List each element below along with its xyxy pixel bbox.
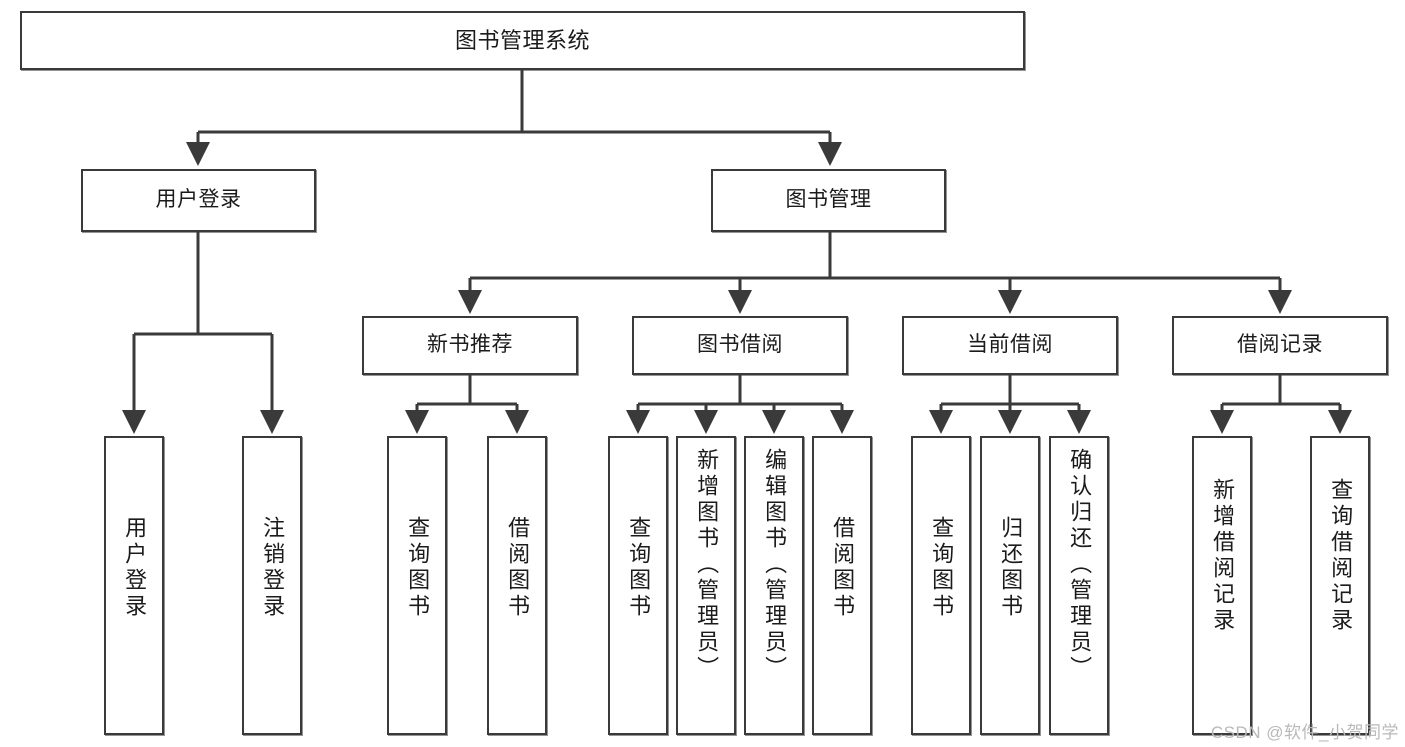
leaf-add-book-label: 新增图书（管理员） bbox=[694, 448, 720, 682]
node-borrow-record-label: 借阅记录 bbox=[1237, 333, 1323, 357]
node-borrow-record[interactable]: 借阅记录 bbox=[1172, 316, 1388, 375]
leaf-query-book-2[interactable]: 查询图书 bbox=[608, 436, 668, 735]
leaf-borrow-book-2[interactable]: 借阅图书 bbox=[812, 436, 872, 735]
leaf-borrow-book-1-label: 借阅图书 bbox=[505, 516, 531, 620]
leaf-query-book-1-label: 查询图书 bbox=[405, 516, 431, 620]
node-current-borrow[interactable]: 当前借阅 bbox=[902, 316, 1118, 375]
leaf-logout-label: 注销登录 bbox=[260, 516, 286, 620]
node-book-manage-label: 图书管理 bbox=[785, 188, 872, 212]
node-book-manage[interactable]: 图书管理 bbox=[711, 169, 946, 232]
leaf-query-book-2-label: 查询图书 bbox=[626, 516, 652, 620]
node-book-borrow-label: 图书借阅 bbox=[697, 333, 783, 357]
leaf-user-login-label: 用户登录 bbox=[122, 516, 148, 620]
node-user-login[interactable]: 用户登录 bbox=[81, 169, 316, 232]
leaf-edit-book[interactable]: 编辑图书（管理员） bbox=[744, 436, 804, 735]
leaf-query-record-label: 查询借阅记录 bbox=[1328, 478, 1354, 634]
leaf-add-record[interactable]: 新增借阅记录 bbox=[1192, 436, 1252, 735]
node-current-borrow-label: 当前借阅 bbox=[967, 333, 1053, 357]
node-new-book-rec-label: 新书推荐 bbox=[427, 333, 513, 357]
leaf-return-book-label: 归还图书 bbox=[998, 516, 1024, 620]
leaf-edit-book-label: 编辑图书（管理员） bbox=[762, 448, 788, 682]
node-book-borrow[interactable]: 图书借阅 bbox=[632, 316, 848, 375]
leaf-user-login[interactable]: 用户登录 bbox=[104, 436, 164, 735]
csdn-watermark: CSDN @软件_小贺同学 bbox=[1210, 723, 1399, 742]
node-user-login-label: 用户登录 bbox=[155, 188, 242, 212]
leaf-query-book-1[interactable]: 查询图书 bbox=[387, 436, 447, 735]
leaf-confirm-return-label: 确认归还（管理员） bbox=[1067, 448, 1093, 682]
node-root-label: 图书管理系统 bbox=[454, 27, 590, 53]
leaf-borrow-book-1[interactable]: 借阅图书 bbox=[487, 436, 547, 735]
leaf-return-book[interactable]: 归还图书 bbox=[980, 436, 1040, 735]
leaf-confirm-return[interactable]: 确认归还（管理员） bbox=[1049, 436, 1109, 735]
node-new-book-rec[interactable]: 新书推荐 bbox=[362, 316, 578, 375]
leaf-query-book-3[interactable]: 查询图书 bbox=[911, 436, 971, 735]
leaf-query-record[interactable]: 查询借阅记录 bbox=[1310, 436, 1370, 735]
leaf-borrow-book-2-label: 借阅图书 bbox=[830, 516, 856, 620]
node-root[interactable]: 图书管理系统 bbox=[20, 11, 1025, 70]
leaf-add-record-label: 新增借阅记录 bbox=[1210, 478, 1236, 634]
leaf-add-book[interactable]: 新增图书（管理员） bbox=[676, 436, 736, 735]
leaf-logout[interactable]: 注销登录 bbox=[242, 436, 302, 735]
leaf-query-book-3-label: 查询图书 bbox=[929, 516, 955, 620]
